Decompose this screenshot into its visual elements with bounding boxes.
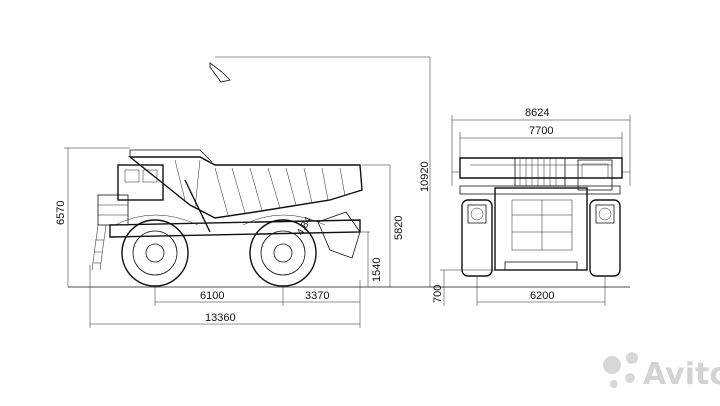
dim-overall-length: 13360 bbox=[205, 312, 236, 324]
dump-body bbox=[128, 156, 363, 219]
dim-overall-width: 8624 bbox=[525, 107, 549, 119]
left-mirror bbox=[451, 171, 460, 186]
side-view-truck bbox=[91, 62, 363, 287]
front-wheel bbox=[121, 219, 189, 287]
front-cab bbox=[577, 159, 613, 191]
raised-body-outline bbox=[317, 211, 361, 259]
chassis-frame bbox=[109, 219, 361, 238]
cab-window-2 bbox=[142, 169, 158, 183]
dim-tire-radius: 4,84 bbox=[295, 215, 314, 238]
side-dimension-lines bbox=[64, 56, 431, 328]
cab-window bbox=[124, 169, 140, 183]
ladder bbox=[91, 224, 107, 271]
front-left-wheels bbox=[461, 199, 493, 277]
body-ribs bbox=[174, 159, 346, 216]
avito-wordmark: Avito bbox=[643, 357, 720, 392]
front-right-wheels bbox=[589, 199, 621, 277]
dim-body-width: 7700 bbox=[529, 125, 553, 137]
cab bbox=[117, 164, 164, 201]
rear-fender bbox=[242, 214, 326, 226]
avito-logo-icon bbox=[603, 352, 638, 388]
dim-rear-overhang: 3370 bbox=[305, 290, 329, 302]
raised-body-tip bbox=[209, 62, 231, 83]
dimension-labels: 6100 3370 13360 6570 5820 10920 1540 4,8… bbox=[55, 107, 554, 324]
front-frame bbox=[494, 187, 588, 271]
front-cab-window bbox=[581, 163, 609, 179]
front-platform bbox=[459, 185, 621, 195]
front-bumper bbox=[504, 261, 578, 271]
dim-wheelbase: 6100 bbox=[200, 290, 224, 302]
front-view-truck bbox=[451, 157, 631, 277]
canopy bbox=[129, 149, 213, 163]
rear-wheel bbox=[249, 219, 317, 287]
front-dump-body bbox=[459, 157, 623, 179]
dim-ground-clearance: 1540 bbox=[371, 258, 383, 282]
radiator bbox=[514, 157, 566, 187]
dim-track-width: 6200 bbox=[530, 290, 554, 302]
dim-front-clearance: 700 bbox=[432, 285, 444, 303]
right-mirror bbox=[622, 171, 631, 186]
avito-watermark: Avito bbox=[603, 352, 720, 392]
dim-height-body: 5820 bbox=[393, 216, 405, 240]
front-fender bbox=[114, 214, 199, 226]
dim-height-raised: 10920 bbox=[419, 161, 431, 192]
hoist-cylinder bbox=[184, 179, 211, 233]
dim-height-loading: 6570 bbox=[55, 201, 67, 225]
front-dimension-lines bbox=[440, 115, 631, 306]
